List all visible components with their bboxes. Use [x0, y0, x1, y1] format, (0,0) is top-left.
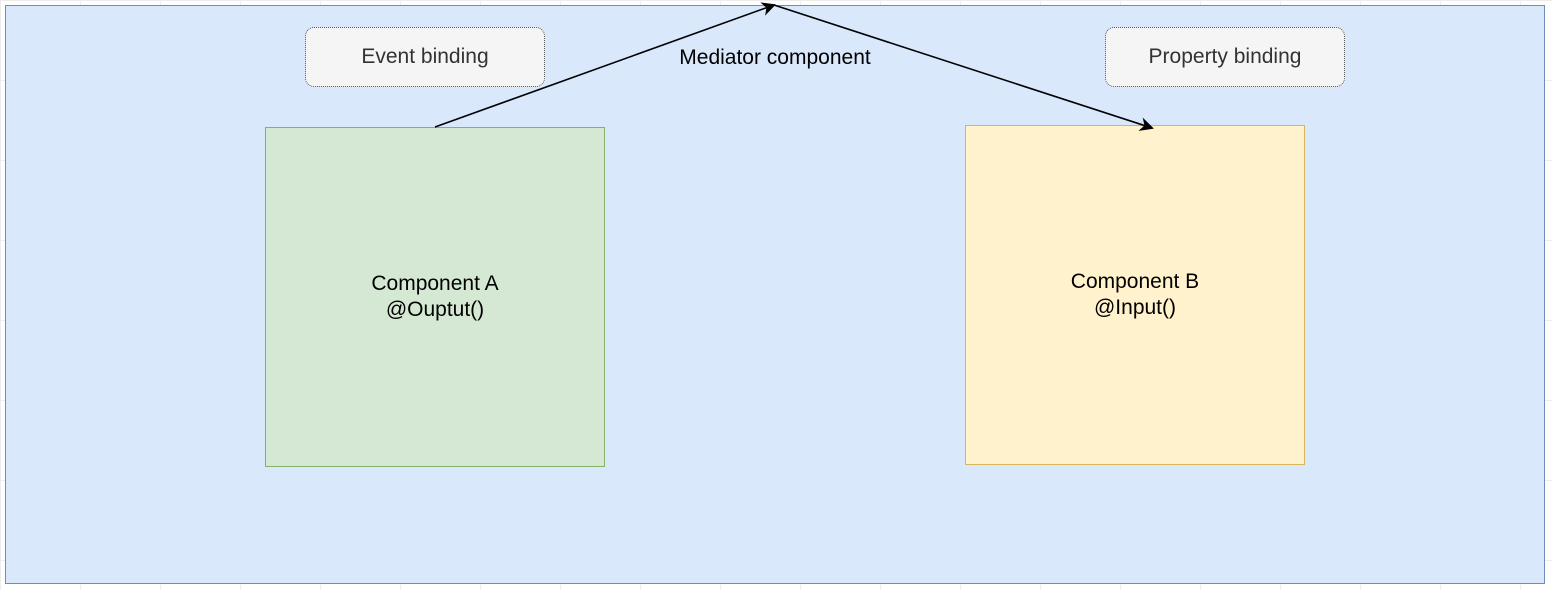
event-binding-label: Event binding	[361, 45, 489, 68]
event-binding-arrow	[434, 2, 776, 128]
component-b-decorator: @Input()	[1093, 296, 1176, 319]
property-binding-label: Property binding	[1148, 45, 1302, 68]
property-binding-note: Property binding	[1105, 27, 1345, 87]
component-a-box: Component A @Ouptut()	[265, 127, 605, 467]
component-a-name: Component A	[371, 272, 499, 295]
event-binding-note: Event binding	[305, 27, 545, 87]
property-binding-arrow	[773, 4, 1154, 131]
component-b-name: Component B	[1070, 270, 1200, 293]
mediator-component-label: Mediator component	[679, 46, 871, 69]
component-a-decorator: @Ouptut()	[385, 298, 485, 321]
component-b-box: Component B @Input()	[965, 125, 1305, 465]
